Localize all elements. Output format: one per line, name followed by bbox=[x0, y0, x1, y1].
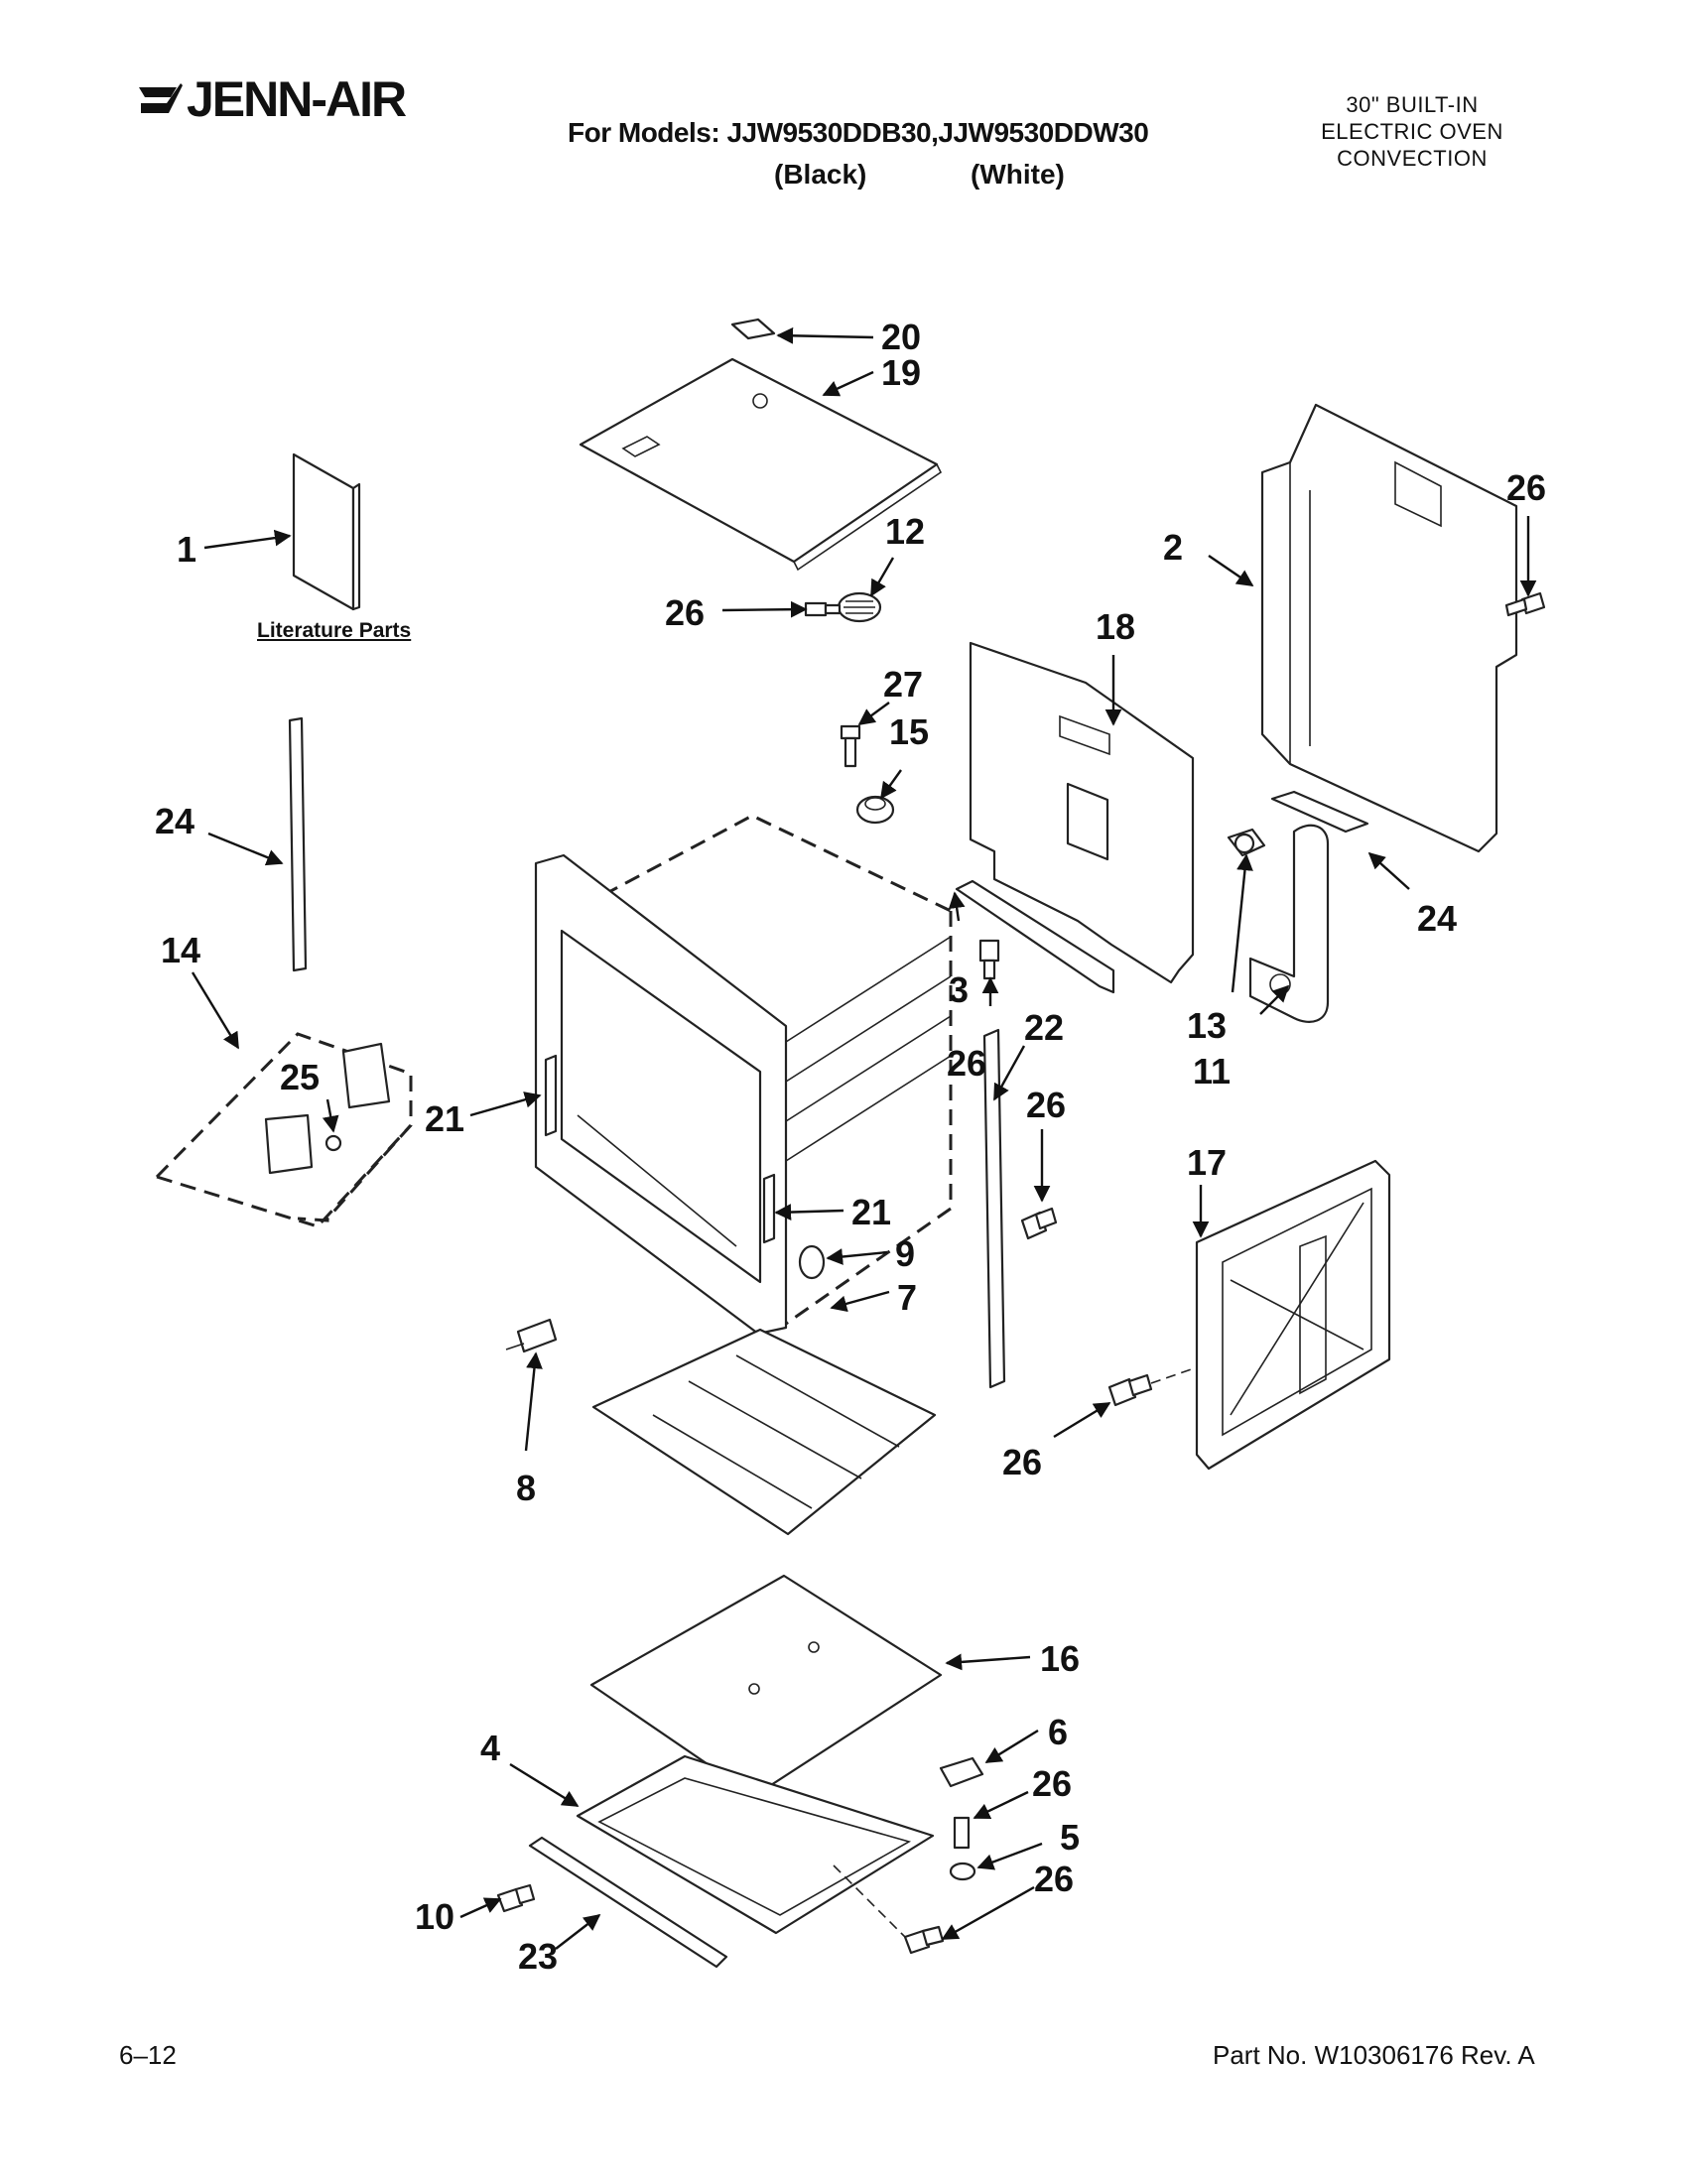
grommet-part bbox=[855, 795, 895, 825]
jenn-air-logo: JENN-AIR bbox=[137, 69, 474, 129]
callout-12: 12 bbox=[885, 511, 925, 552]
callout-26-door: 26 bbox=[1002, 1442, 1042, 1482]
callout-26-rail: 26 bbox=[1026, 1085, 1066, 1125]
bottom-tray-part bbox=[591, 1328, 937, 1536]
callout-6: 6 bbox=[1048, 1712, 1068, 1752]
callout-25: 25 bbox=[280, 1057, 320, 1097]
callout-22: 22 bbox=[1024, 1007, 1064, 1048]
screw-part bbox=[1020, 1207, 1058, 1240]
product-line-3: CONVECTION bbox=[1337, 146, 1488, 171]
literature-parts-label: Literature Parts bbox=[257, 619, 412, 642]
side-rail-part bbox=[982, 1028, 1006, 1389]
callout-2: 2 bbox=[1163, 527, 1183, 568]
thermostat-part bbox=[1227, 828, 1266, 857]
callout-1: 1 bbox=[177, 529, 196, 570]
callout-24-right: 24 bbox=[1417, 898, 1457, 939]
callout-23: 23 bbox=[518, 1936, 558, 1977]
callout-26-mid: 26 bbox=[947, 1043, 986, 1084]
callout-20: 20 bbox=[881, 317, 921, 357]
callout-21-left: 21 bbox=[425, 1098, 464, 1139]
callout-18: 18 bbox=[1096, 606, 1135, 647]
models-line: For Models: JJW9530DDB30,JJW9530DDW30 bbox=[568, 117, 1149, 148]
callout-14: 14 bbox=[161, 930, 200, 970]
light-kit-group bbox=[155, 1032, 413, 1228]
callout-19: 19 bbox=[881, 352, 921, 393]
callout-11: 11 bbox=[1193, 1051, 1231, 1092]
callout-26-bottom: 26 bbox=[1034, 1859, 1074, 1899]
cover-plate-part bbox=[730, 318, 776, 340]
oven-back-panel-part bbox=[969, 641, 1195, 984]
front-rail-part bbox=[528, 1836, 728, 1969]
callout-4: 4 bbox=[480, 1728, 500, 1768]
bottom-panel-part bbox=[589, 1574, 943, 1798]
screw-part bbox=[1107, 1373, 1153, 1407]
top-panel-part bbox=[579, 357, 943, 572]
callout-26-top-right: 26 bbox=[1506, 467, 1546, 508]
screw-part bbox=[804, 601, 842, 617]
mounting-bracket-part bbox=[939, 1756, 984, 1788]
callout-21-right: 21 bbox=[851, 1192, 891, 1232]
color-black-label: (Black) bbox=[774, 159, 867, 190]
callout-24-left: 24 bbox=[155, 801, 195, 841]
base-frame-part bbox=[576, 1754, 935, 1935]
screw-part bbox=[978, 939, 1000, 980]
round-fitting-part bbox=[837, 591, 882, 623]
bracket-part bbox=[1270, 790, 1369, 834]
support-bracket-part bbox=[955, 879, 1115, 994]
callout-26-bracket: 26 bbox=[1032, 1763, 1072, 1804]
footer-part-number: Part No. W10306176 Rev. A bbox=[1213, 2040, 1535, 2070]
screw-part bbox=[953, 1816, 971, 1850]
color-white-label: (White) bbox=[971, 159, 1065, 190]
product-line-2: ELECTRIC OVEN bbox=[1321, 119, 1503, 144]
callout-26-top: 26 bbox=[665, 592, 705, 633]
nut-part bbox=[949, 1862, 976, 1881]
door-switch-part bbox=[505, 1318, 558, 1353]
callout-15: 15 bbox=[889, 711, 929, 752]
callout-3: 3 bbox=[949, 969, 969, 1010]
left-rail-part bbox=[288, 716, 308, 972]
callout-7: 7 bbox=[897, 1277, 917, 1318]
leader-arrows bbox=[191, 326, 1537, 1950]
screw-part bbox=[903, 1925, 945, 1955]
knob-part bbox=[798, 1244, 826, 1280]
door-inner-frame-part bbox=[1195, 1159, 1391, 1471]
product-line-1: 30" BUILT-IN bbox=[1346, 92, 1479, 117]
callout-5: 5 bbox=[1060, 1817, 1080, 1858]
heat-shield-part bbox=[1248, 824, 1330, 1023]
callout-8: 8 bbox=[516, 1468, 536, 1508]
footer-date: 6–12 bbox=[119, 2040, 177, 2070]
callout-13: 13 bbox=[1187, 1005, 1227, 1046]
oven-cavity-part bbox=[534, 814, 953, 1336]
logo-swoosh-icon bbox=[139, 83, 183, 113]
screw-part bbox=[1504, 591, 1546, 617]
screw-part bbox=[840, 724, 861, 768]
callout-16: 16 bbox=[1040, 1638, 1080, 1679]
screw-part bbox=[496, 1883, 536, 1913]
rear-cover-panel-part bbox=[1260, 403, 1518, 853]
brand-name: JENN-AIR bbox=[187, 71, 407, 127]
callout-10: 10 bbox=[415, 1896, 454, 1937]
literature-booklet-part bbox=[292, 452, 361, 611]
callout-9: 9 bbox=[895, 1233, 915, 1274]
callout-17: 17 bbox=[1187, 1142, 1227, 1183]
callout-27: 27 bbox=[883, 664, 923, 705]
